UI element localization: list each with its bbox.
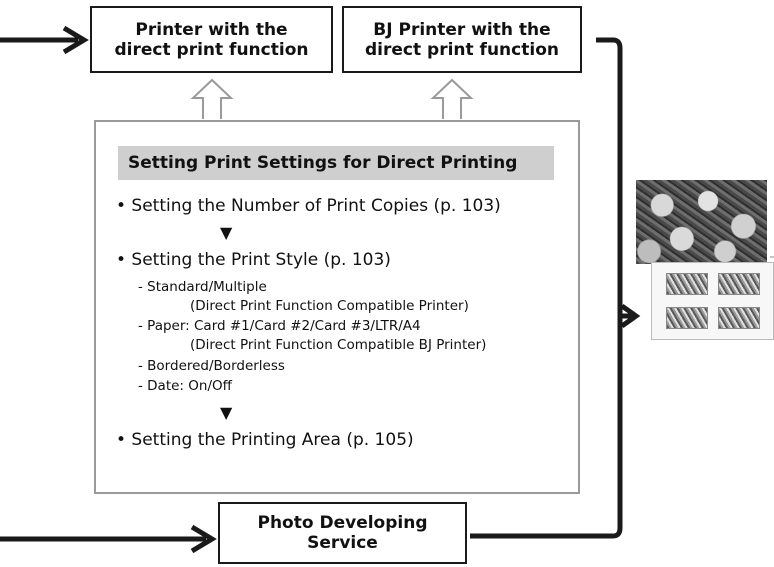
sample-photo-image [636,180,767,264]
print-settings-panel: Setting Print Settings for Direct Printi… [94,120,580,494]
arrow-to-photo-head [190,524,217,554]
sub-date: - Date: On/Off [138,378,232,394]
mini-photo [718,273,760,295]
bullet-print-style: • Setting the Print Style (p. 103) [116,250,391,270]
printer-direct-print-box: Printer with the direct print function [90,6,333,73]
sub-paper: - Paper: Card #1/Card #2/Card #3/LTR/A4 [138,318,421,334]
right-bracket-line [470,37,623,539]
multiple-print-sheet-image [651,262,774,340]
panel-title: Setting Print Settings for Direct Printi… [118,146,554,180]
photo-service-label: Photo Developing Service [257,513,428,553]
hollow-up-arrow-printer [190,78,234,119]
printer-box-label: Printer with the direct print function [114,19,309,60]
bullet-print-copies: • Setting the Number of Print Copies (p.… [116,196,501,216]
bj-printer-direct-print-box: BJ Printer with the direct print functio… [342,6,582,73]
step-arrow-2: ▼ [220,403,233,422]
arrow-to-printer-head [62,25,89,55]
photo-developing-service-box: Photo Developing Service [218,502,467,564]
sub-standard-multiple-note: (Direct Print Function Compatible Printe… [190,298,469,314]
bj-printer-box-label: BJ Printer with the direct print functio… [365,19,559,60]
bullet-printing-area: • Setting the Printing Area (p. 105) [116,430,414,450]
sub-bordered: - Bordered/Borderless [138,358,285,374]
mini-photo [718,307,760,329]
hollow-up-arrow-bj [430,78,474,119]
mini-photo [666,307,708,329]
sub-standard-multiple: - Standard/Multiple [138,279,267,295]
mini-photo [666,273,708,295]
arrow-to-photo-sample-head [620,303,641,329]
sub-paper-note: (Direct Print Function Compatible BJ Pri… [190,337,487,353]
step-arrow-1: ▼ [220,223,233,242]
